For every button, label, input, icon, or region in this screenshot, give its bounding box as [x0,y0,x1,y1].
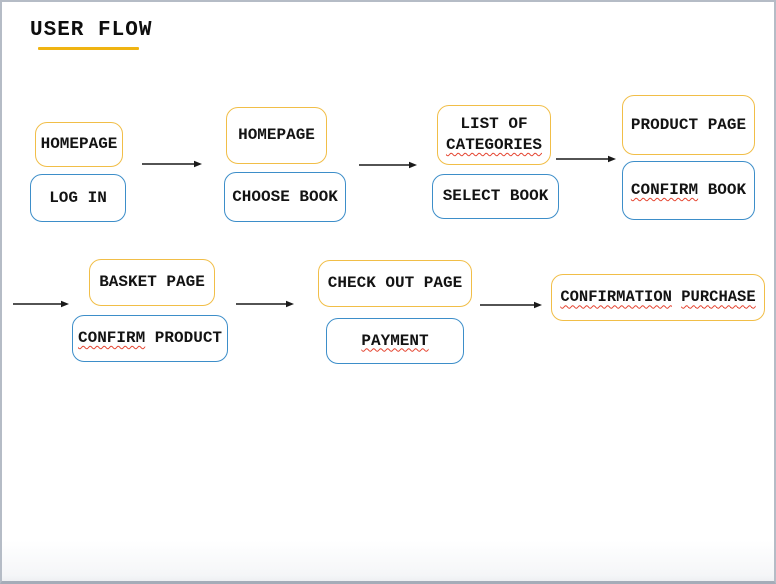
right-arrow-icon [480,301,542,309]
node-homepage-2: HOMEPAGE [226,107,327,164]
node-check-out-page: CHECK OUT PAGE [318,260,472,307]
node-confirm-product: CONFIRM PRODUCT [72,315,228,362]
node-basket-page: BASKET PAGE [89,259,215,306]
node-label: LOG IN [49,188,107,207]
right-arrow-icon [236,300,294,308]
node-label-misspelled-word: CONFIRM [630,181,699,200]
node-label: CONFIRMATION PURCHASE [560,287,755,307]
flow-arrow-1 [141,158,203,170]
node-product-page: PRODUCT PAGE [622,95,755,155]
node-list-of-categories: LIST OF CATEGORIES [437,105,551,165]
node-label: CHOOSE BOOK [232,187,338,206]
node-log-in: LOG IN [30,174,126,222]
node-label-misspelled: PAYMENT [361,331,429,350]
node-label: BASKET PAGE [99,273,205,292]
right-arrow-icon [556,155,616,163]
title-underline [38,47,139,50]
flow-arrow-3 [555,153,617,165]
node-label: HOMEPAGE [238,126,315,145]
right-arrow-icon [13,300,69,308]
right-arrow-icon [142,160,202,168]
node-confirmation-purchase: CONFIRMATION PURCHASE [551,274,765,321]
flow-arrow-5 [235,298,295,310]
node-label: CONFIRM BOOK [631,180,746,201]
flow-arrow-2 [358,159,418,171]
flow-arrow-4 [12,298,70,310]
flow-arrow-6 [479,299,543,311]
node-payment: PAYMENT [326,318,464,364]
node-label: PRODUCT PAGE [630,115,747,134]
node-label-rest: BOOK [698,181,747,200]
node-confirm-book: CONFIRM BOOK [622,161,755,220]
node-label: CONFIRM PRODUCT [78,328,222,349]
node-label: CHECK OUT PAGE [327,274,463,293]
node-homepage-1: HOMEPAGE [35,122,123,167]
node-label-line2-misspelled: CATEGORIES [445,136,542,154]
node-label-misspelled-word2: PURCHASE [681,288,756,307]
node-label-misspelled-word: CONFIRM [77,329,146,348]
node-label: LIST OF CATEGORIES [446,114,542,156]
diagram-title: USER FLOW [30,19,153,42]
node-choose-book: CHOOSE BOOK [224,172,346,222]
node-label: HOMEPAGE [40,135,118,154]
right-arrow-icon [359,161,417,169]
node-label-misspelled-word1: CONFIRMATION [560,288,672,307]
node-label-rest: PRODUCT [145,329,223,348]
node-label-line1: LIST OF [460,115,528,134]
node-select-book: SELECT BOOK [432,174,559,219]
node-label: SELECT BOOK [442,187,549,206]
